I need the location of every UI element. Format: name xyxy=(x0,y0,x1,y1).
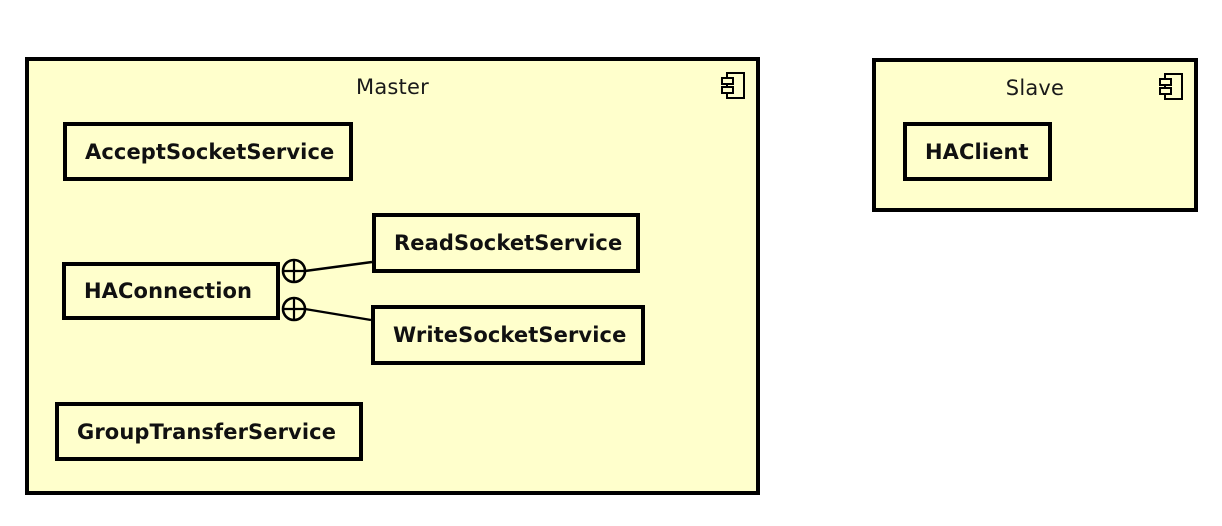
part-label: HAConnection xyxy=(84,279,253,303)
part-haconnection[interactable]: HAConnection xyxy=(62,262,280,320)
part-label: GroupTransferService xyxy=(77,419,337,444)
component-title-slave: Slave xyxy=(1005,76,1065,100)
part-readsocketservice[interactable]: ReadSocketService xyxy=(372,213,640,273)
part-label: WriteSocketService xyxy=(393,323,627,347)
part-label: AcceptSocketService xyxy=(85,139,335,164)
component-icon xyxy=(1159,73,1183,100)
part-writesocketservice[interactable]: WriteSocketService xyxy=(371,305,645,365)
part-label: ReadSocketService xyxy=(394,231,623,255)
part-haclient[interactable]: HAClient xyxy=(903,122,1052,181)
part-label: HAClient xyxy=(925,139,1029,164)
component-icon xyxy=(721,72,745,99)
component-slave[interactable]: Slave xyxy=(872,58,1198,212)
part-acceptsocketservice[interactable]: AcceptSocketService xyxy=(63,122,353,181)
component-title-master: Master xyxy=(356,75,429,99)
part-grouptransferservice[interactable]: GroupTransferService xyxy=(55,402,363,461)
